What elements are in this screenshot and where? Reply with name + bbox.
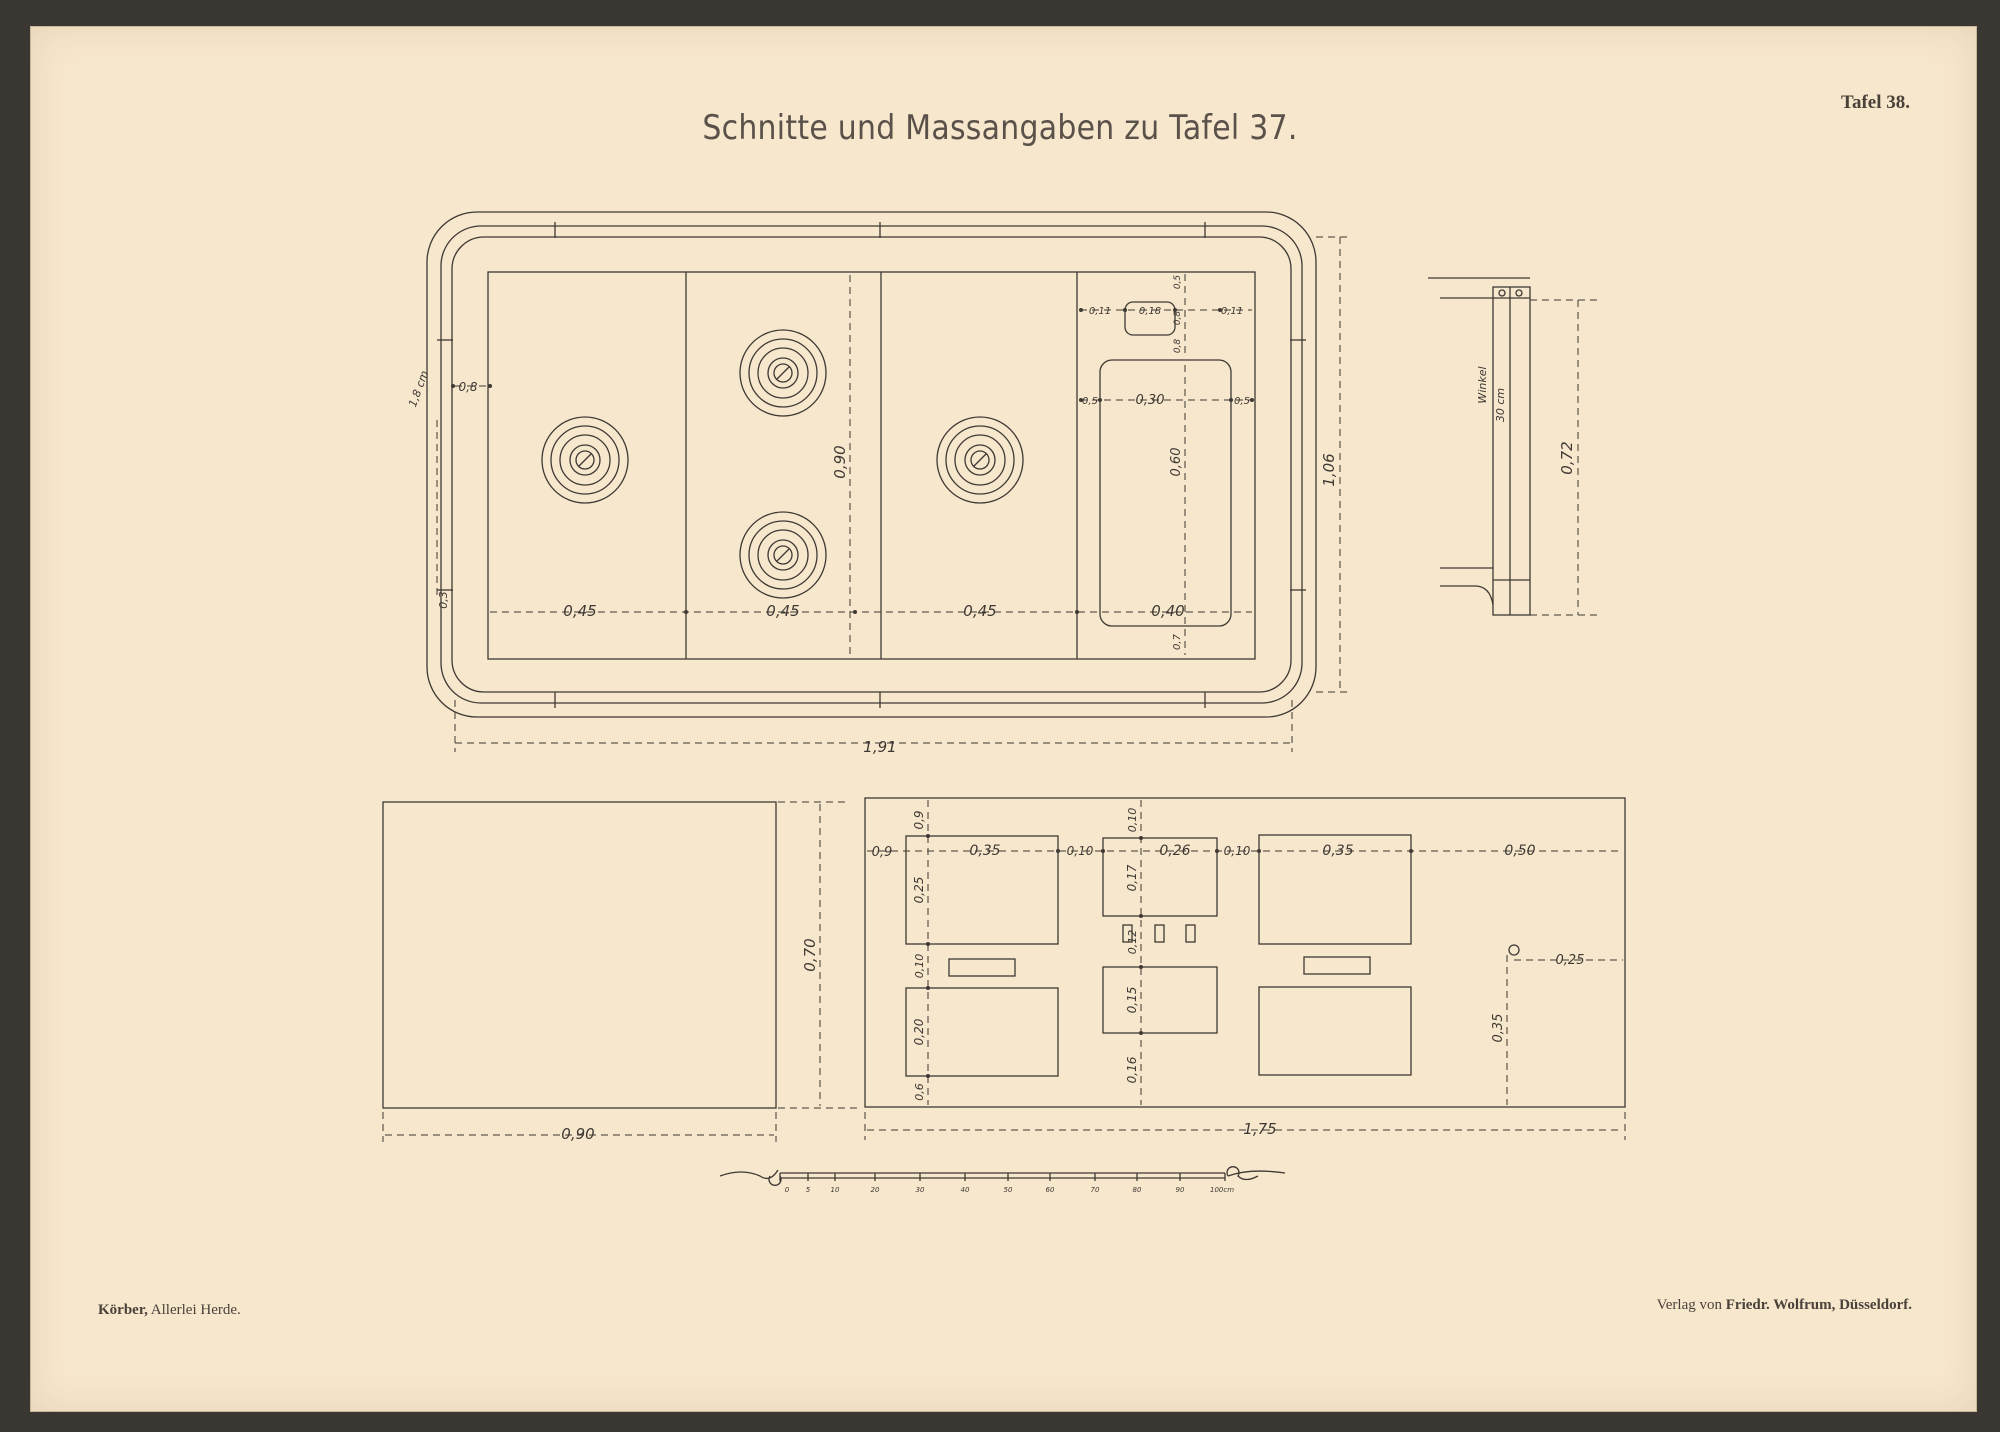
side-note-length: 30 cm xyxy=(1494,388,1507,422)
dim-section-3: 0,45 xyxy=(963,602,996,620)
front-panel xyxy=(864,797,1626,1108)
dim-front-left-margin: 0,9 xyxy=(872,845,893,860)
dim-depth-total: 1,06 xyxy=(1320,453,1338,486)
scale-label-80: 80 xyxy=(1133,1186,1142,1194)
scale-label-60: 60 xyxy=(1046,1186,1055,1194)
drawing-sheet xyxy=(30,26,1977,1412)
dim-oven-bottom: 0,7 xyxy=(1172,633,1183,650)
dim-lower-door-height: 0,20 xyxy=(912,1018,926,1045)
dim-rim: 0,8 xyxy=(458,380,477,394)
ash-slot-right xyxy=(1303,956,1371,975)
side-panel xyxy=(382,801,777,1109)
oven-opening xyxy=(1099,359,1232,627)
footer-publisher: Verlag von Friedr. Wolfrum, Düsseldorf. xyxy=(1657,1297,1912,1314)
work-title: Allerlei Herde. xyxy=(150,1302,241,1318)
scale-label-70: 70 xyxy=(1091,1186,1100,1194)
dim-center-mid: 0,12 xyxy=(1126,930,1139,955)
stove-side-elevation xyxy=(382,801,860,1142)
dim-plate-depth: 0,90 xyxy=(831,445,849,478)
footer-author: Körber, Allerlei Herde. xyxy=(98,1302,241,1319)
dim-slot-right: 0,11 xyxy=(1221,306,1243,317)
upper-door-right xyxy=(1258,834,1412,945)
dim-rim-small: 0,3 xyxy=(437,591,450,609)
dim-section-4: 0,40 xyxy=(1151,602,1184,620)
dim-upper-door-height: 0,25 xyxy=(912,877,926,904)
scale-label-40: 40 xyxy=(961,1186,970,1194)
scale-bar xyxy=(719,1166,1286,1186)
knob xyxy=(1508,944,1520,956)
dim-section-1: 0,45 xyxy=(563,602,596,620)
burner-ring-4 xyxy=(936,416,1024,504)
water-slot xyxy=(1124,301,1176,336)
upper-door-center xyxy=(1102,837,1218,917)
lower-door-left xyxy=(905,987,1059,1077)
dim-slot-width: 0,18 xyxy=(1139,306,1161,317)
dim-elevation-left-width: 0,90 xyxy=(561,1125,594,1143)
author-name: Körber, xyxy=(98,1302,148,1318)
dim-gap1: 0,10 xyxy=(1067,844,1094,858)
dim-side-height: 0,72 xyxy=(1558,441,1576,474)
burner-ring-2 xyxy=(739,329,827,417)
stove-plan-view xyxy=(426,211,1350,752)
scale-label-50: 50 xyxy=(1004,1186,1013,1194)
inner-rail xyxy=(440,225,1303,704)
dim-oven-width: 0,30 xyxy=(1136,393,1165,408)
burner-ring-1 xyxy=(541,416,629,504)
scale-label-30: 30 xyxy=(916,1186,925,1194)
stove-front-elevation xyxy=(864,797,1626,1140)
lower-door-center xyxy=(1102,966,1218,1034)
dim-mid-gap: 0,10 xyxy=(913,954,926,979)
dim-top-margin: 0,9 xyxy=(912,810,926,829)
page-title: Schnitte und Massangaben zu Tafel 37. xyxy=(702,108,1298,148)
scale-label-90: 90 xyxy=(1176,1186,1185,1194)
dim-slot-left: 0,11 xyxy=(1089,306,1111,317)
dim-knob-offset: 0,25 xyxy=(1556,953,1585,968)
dim-bottom-margin: 0,6 xyxy=(913,1083,926,1101)
side-wall xyxy=(1492,286,1531,616)
scale-left-ornament xyxy=(719,1169,782,1186)
dim-center-lower: 0,15 xyxy=(1125,987,1139,1014)
burner-ring-3 xyxy=(739,511,827,599)
dim-door2-width: 0,26 xyxy=(1159,843,1190,859)
dim-door3-width: 0,35 xyxy=(1322,843,1353,859)
scale-label-20: 20 xyxy=(871,1186,880,1194)
dim-center-upper: 0,17 xyxy=(1125,864,1139,891)
scale-right-ornament xyxy=(1226,1166,1286,1181)
plate-number: Tafel 38. xyxy=(1841,92,1910,113)
side-note-angle: Winkel xyxy=(1476,366,1489,403)
dim-center-top: 0,10 xyxy=(1126,808,1139,833)
dim-gap2: 0,10 xyxy=(1224,844,1251,858)
dim-door1-width: 0,35 xyxy=(969,843,1000,859)
rail-edge xyxy=(451,236,1292,693)
scale-label-100: 100cm xyxy=(1210,1186,1234,1194)
lower-door-right xyxy=(1258,986,1412,1076)
dim-oven-depth: 0,60 xyxy=(1169,448,1184,477)
outer-rail xyxy=(426,211,1317,718)
dim-knob-height: 0,35 xyxy=(1491,1014,1506,1043)
cooktop-plate xyxy=(487,271,1256,660)
scale-label-5: 5 xyxy=(806,1186,811,1194)
dim-elevation-left-height: 0,70 xyxy=(801,938,819,971)
dim-oven-side-left: 0,5 xyxy=(1082,396,1098,407)
upper-door-left xyxy=(905,835,1059,945)
dim-slot-lower: 0,8 xyxy=(1173,339,1183,354)
dim-section-2: 0,45 xyxy=(766,602,799,620)
dim-front-width: 1,75 xyxy=(1243,1120,1276,1138)
scale-label-10: 10 xyxy=(831,1186,840,1194)
stove-side-view xyxy=(1428,277,1600,616)
dim-slot-top: 0,5 xyxy=(1173,275,1183,290)
publisher-name: Friedr. Wolfrum, Düsseldorf. xyxy=(1725,1297,1912,1313)
dim-center-bottom: 0,16 xyxy=(1125,1056,1139,1083)
dim-oven-side-right: 0,5 xyxy=(1234,396,1250,407)
dim-front-right: 0,50 xyxy=(1504,843,1535,859)
dim-width-total: 1,91 xyxy=(863,738,896,756)
ash-slot-left xyxy=(948,958,1016,977)
scale-label-0: 0 xyxy=(785,1186,790,1194)
dim-slot-depth: 0,8 xyxy=(1173,311,1183,326)
publisher-prefix: Verlag von xyxy=(1656,1297,1722,1313)
